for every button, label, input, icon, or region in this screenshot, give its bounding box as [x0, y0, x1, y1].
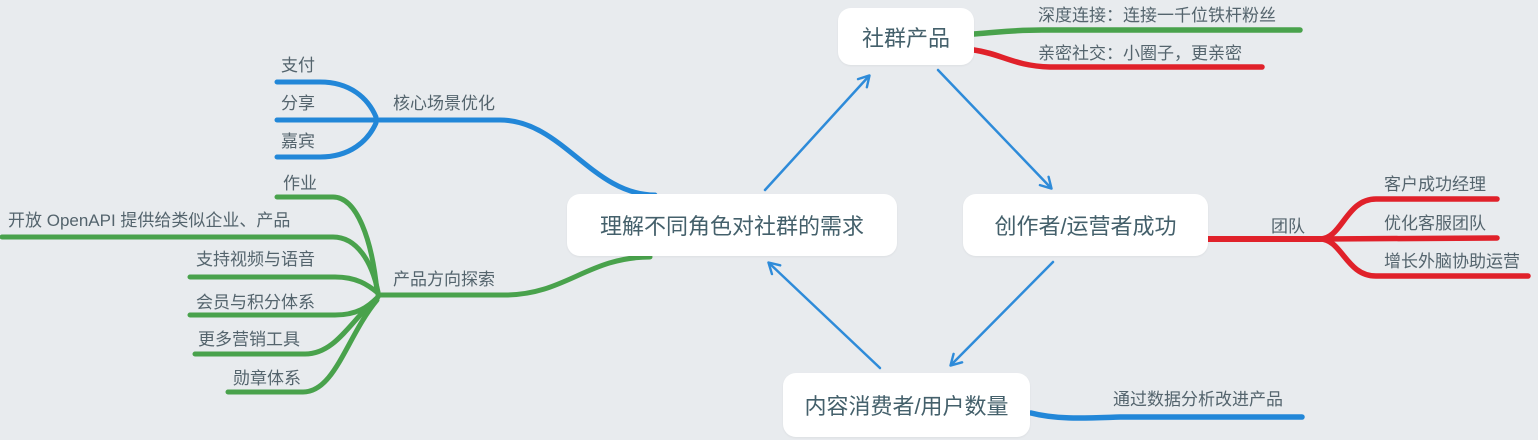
node-consumer-count[interactable]: 内容消费者/用户数量 [783, 373, 1030, 437]
node-center-label: 理解不同角色对社群的需求 [599, 214, 864, 239]
topic-homework[interactable]: 作业 [283, 174, 317, 193]
edge-product-explore-openapi [0, 234, 381, 295]
edge-team-growth [1317, 236, 1531, 279]
node-creator-success-label: 创作者/运营者成功 [994, 214, 1177, 239]
cycle-arrow-community-to-creator [936, 68, 1053, 190]
edge-product-explore-badge [225, 297, 380, 395]
topic-intimate-social[interactable]: 亲密社交：小圈子，更亲密 [1038, 44, 1242, 63]
edge-deep-connection [971, 27, 1303, 37]
topic-openapi[interactable]: 开放 OpenAPI 提供给类似企业、产品 [8, 211, 291, 230]
edge-core-scene-pay [274, 79, 379, 120]
topic-share[interactable]: 分享 [281, 94, 315, 113]
topic-team[interactable]: 团队 [1271, 217, 1305, 236]
topic-optimize-service-team[interactable]: 优化客服团队 [1384, 214, 1486, 233]
topic-membership-points[interactable]: 会员与积分体系 [196, 293, 315, 312]
edge-intimate-social [971, 47, 1265, 70]
edge-core-scene-parent [375, 117, 658, 198]
node-community-product[interactable]: 社群产品 [838, 8, 974, 65]
topic-growth-external-brain[interactable]: 增长外脑协助运营 [1384, 252, 1520, 271]
node-center-topic[interactable]: 理解不同角色对社群的需求 [567, 194, 897, 256]
edge-product-explore-video [187, 274, 381, 296]
cycle-arrow-creator-to-consumer [949, 260, 1055, 367]
topic-product-explore[interactable]: 产品方向探索 [393, 270, 495, 289]
edge-core-scene-guest [274, 120, 379, 160]
topic-pay[interactable]: 支付 [281, 56, 315, 75]
topic-marketing-tools[interactable]: 更多营销工具 [198, 330, 300, 349]
cycle-arrow-center-to-community [763, 74, 871, 192]
topic-video-voice[interactable]: 支持视频与语音 [196, 250, 315, 269]
topic-badge-system[interactable]: 勋章体系 [233, 369, 301, 388]
topic-data-analysis[interactable]: 通过数据分析改进产品 [1113, 390, 1283, 409]
node-creator-success[interactable]: 创作者/运营者成功 [963, 194, 1208, 256]
edge-data-analysis [1028, 410, 1305, 421]
topic-core-scene[interactable]: 核心场景优化 [393, 94, 495, 113]
node-community-product-label: 社群产品 [861, 25, 950, 51]
topic-deep-connection[interactable]: 深度连接：连接一千位铁杆粉丝 [1038, 6, 1276, 25]
edge-team-service [1317, 235, 1500, 242]
node-consumer-count-label: 内容消费者/用户数量 [804, 394, 1009, 419]
edge-product-explore-parent [375, 254, 653, 298]
cycle-arrow-consumer-to-center [767, 261, 882, 370]
topic-customer-success-manager[interactable]: 客户成功经理 [1384, 175, 1486, 194]
topic-guest[interactable]: 嘉宾 [281, 132, 315, 151]
edge-product-explore-marketing [192, 296, 379, 357]
